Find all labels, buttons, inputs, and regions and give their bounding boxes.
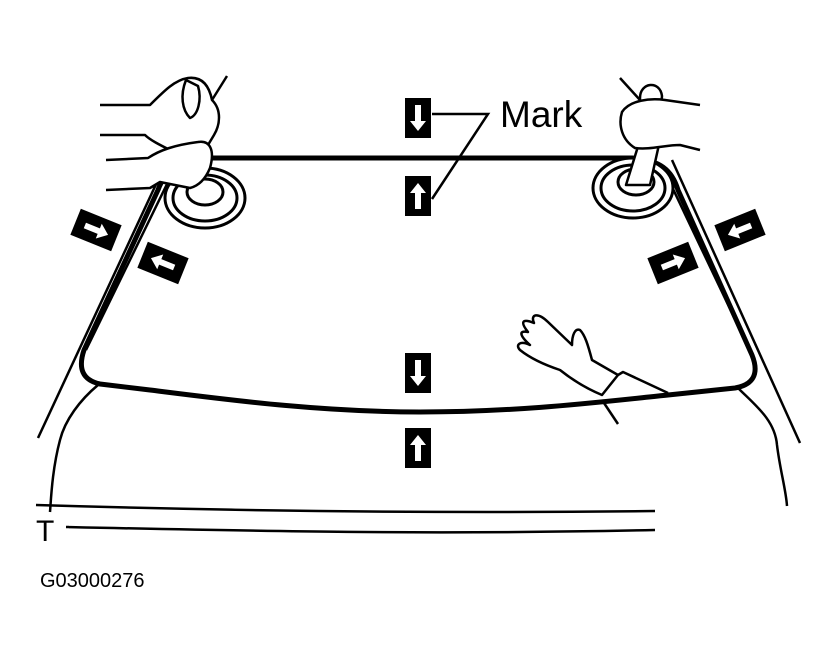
- hood-left-curve: [48, 384, 99, 513]
- hood-right-curve: [737, 387, 789, 507]
- lower-right-hand-icon: [516, 314, 669, 425]
- figure-code: G03000276: [40, 570, 145, 592]
- right-pillar-inner: [662, 169, 754, 356]
- arrow-right-right-inner-icon: [647, 241, 699, 285]
- arrow-up-bottom-outer-icon: [405, 428, 431, 468]
- right-pillar-outer: [670, 159, 802, 444]
- left-pillar-inner: [84, 181, 170, 351]
- hood-line-2: [65, 525, 656, 534]
- arrow-down-top-outer-icon: [405, 98, 431, 138]
- t-label: T: [36, 515, 55, 548]
- arrow-left-left-inner-icon: [137, 241, 189, 285]
- arrow-left-right-outer-icon: [714, 208, 766, 252]
- right-hand-icon: [619, 77, 701, 187]
- hood-line-1: [35, 503, 656, 514]
- arrow-down-bottom-inner-icon: [405, 353, 431, 393]
- left-hands-icon: [100, 75, 229, 192]
- windshield-glass-outline: [78, 155, 758, 415]
- arrow-right-left-outer-icon: [70, 208, 122, 252]
- left-pillar-outer: [36, 179, 160, 439]
- mark-label: Mark: [500, 94, 583, 135]
- arrow-up-top-inner-icon: [405, 176, 431, 216]
- mark-leader-lines: [430, 112, 491, 200]
